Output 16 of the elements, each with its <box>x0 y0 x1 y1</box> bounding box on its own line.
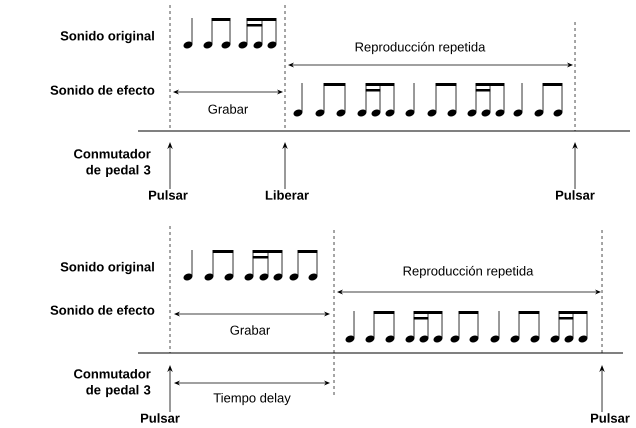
action-label: Pulsar <box>591 413 630 423</box>
dimension-label: Grabar <box>230 325 270 335</box>
dimension-label: Reproducción repetida <box>404 266 534 278</box>
row-label: Conmutador de pedal 3 <box>74 368 151 398</box>
row-label: Sonido original <box>60 262 154 274</box>
dimension-label: Grabar <box>208 104 248 114</box>
row-label: Sonido original <box>60 30 154 44</box>
action-label: Pulsar <box>149 190 188 200</box>
action-label: Liberar <box>266 190 309 200</box>
dimension-label: Reproducción repetida <box>356 42 486 54</box>
action-label: Pulsar <box>556 190 595 200</box>
action-label: Pulsar <box>141 413 180 423</box>
row-label: Conmutador de pedal 3 <box>74 148 151 178</box>
row-label: Sonido de efecto <box>50 305 154 315</box>
dimension-label: Tiempo delay <box>214 392 291 406</box>
row-label: Sonido de efecto <box>50 85 154 95</box>
